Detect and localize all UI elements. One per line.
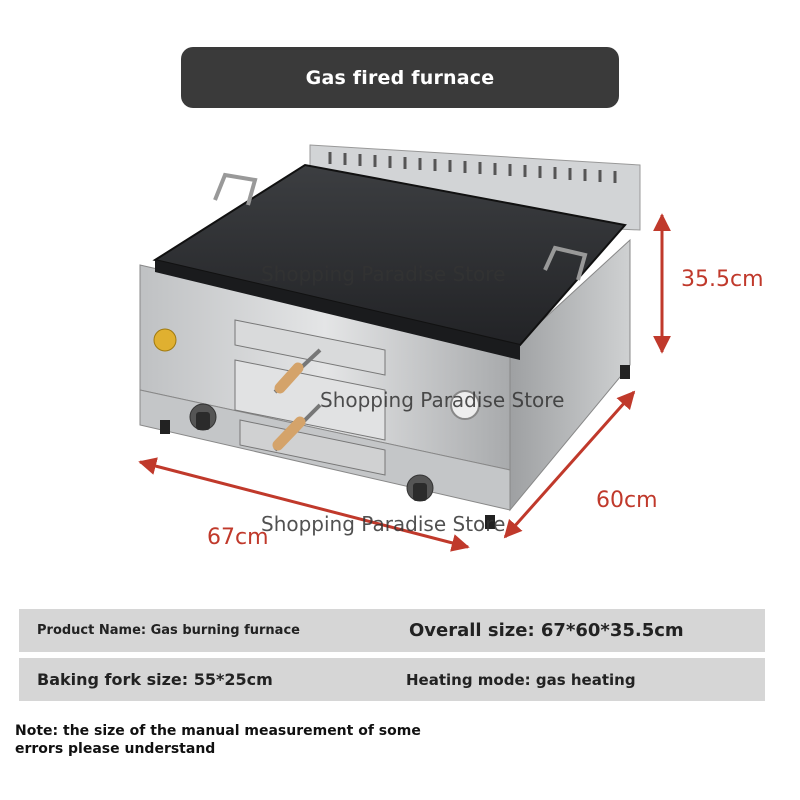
temperature-gauge (450, 390, 480, 420)
drawer-middle (234, 359, 386, 441)
wooden-handles (272, 348, 322, 452)
spec-row-1: Product Name: Gas burning furnace Overal… (19, 609, 765, 652)
watermark: Shopping Paradise Store (261, 262, 506, 286)
right-handle (543, 245, 588, 281)
title-banner: Gas fired furnace (181, 47, 619, 108)
baking-fork-size: Baking fork size: 55*25cm (37, 670, 273, 689)
watermark: Shopping Paradise Store (320, 388, 565, 412)
left-handle (213, 172, 258, 206)
watermark: Shopping Paradise Store (261, 512, 506, 536)
overall-size: Overall size: 67*60*35.5cm (409, 620, 684, 641)
product-image: Shopping Paradise Store Shopping Paradis… (0, 120, 800, 580)
measurement-note: Note: the size of the manual measurement… (15, 723, 421, 757)
depth-arrow (503, 390, 636, 539)
page-title: Gas fired furnace (305, 66, 495, 89)
width-arrow (138, 457, 470, 552)
heating-mode: Heating mode: gas heating (406, 670, 636, 689)
product-name: Product Name: Gas burning furnace (37, 623, 300, 638)
vent-slots (328, 152, 617, 183)
drawer-top (234, 319, 386, 376)
height-label: 35.5cm (681, 267, 764, 292)
depth-label: 60cm (596, 488, 658, 513)
spec-row-2: Baking fork size: 55*25cm Heating mode: … (19, 658, 765, 701)
foot-left (160, 420, 170, 434)
griddle-edge (155, 260, 520, 360)
width-label: 67cm (207, 525, 269, 550)
griddle-plate (152, 163, 627, 347)
foot-front-right (485, 515, 495, 529)
gas-furnace-illustration (138, 144, 671, 552)
foot-back-right (620, 365, 630, 379)
brand-badge (153, 328, 177, 352)
